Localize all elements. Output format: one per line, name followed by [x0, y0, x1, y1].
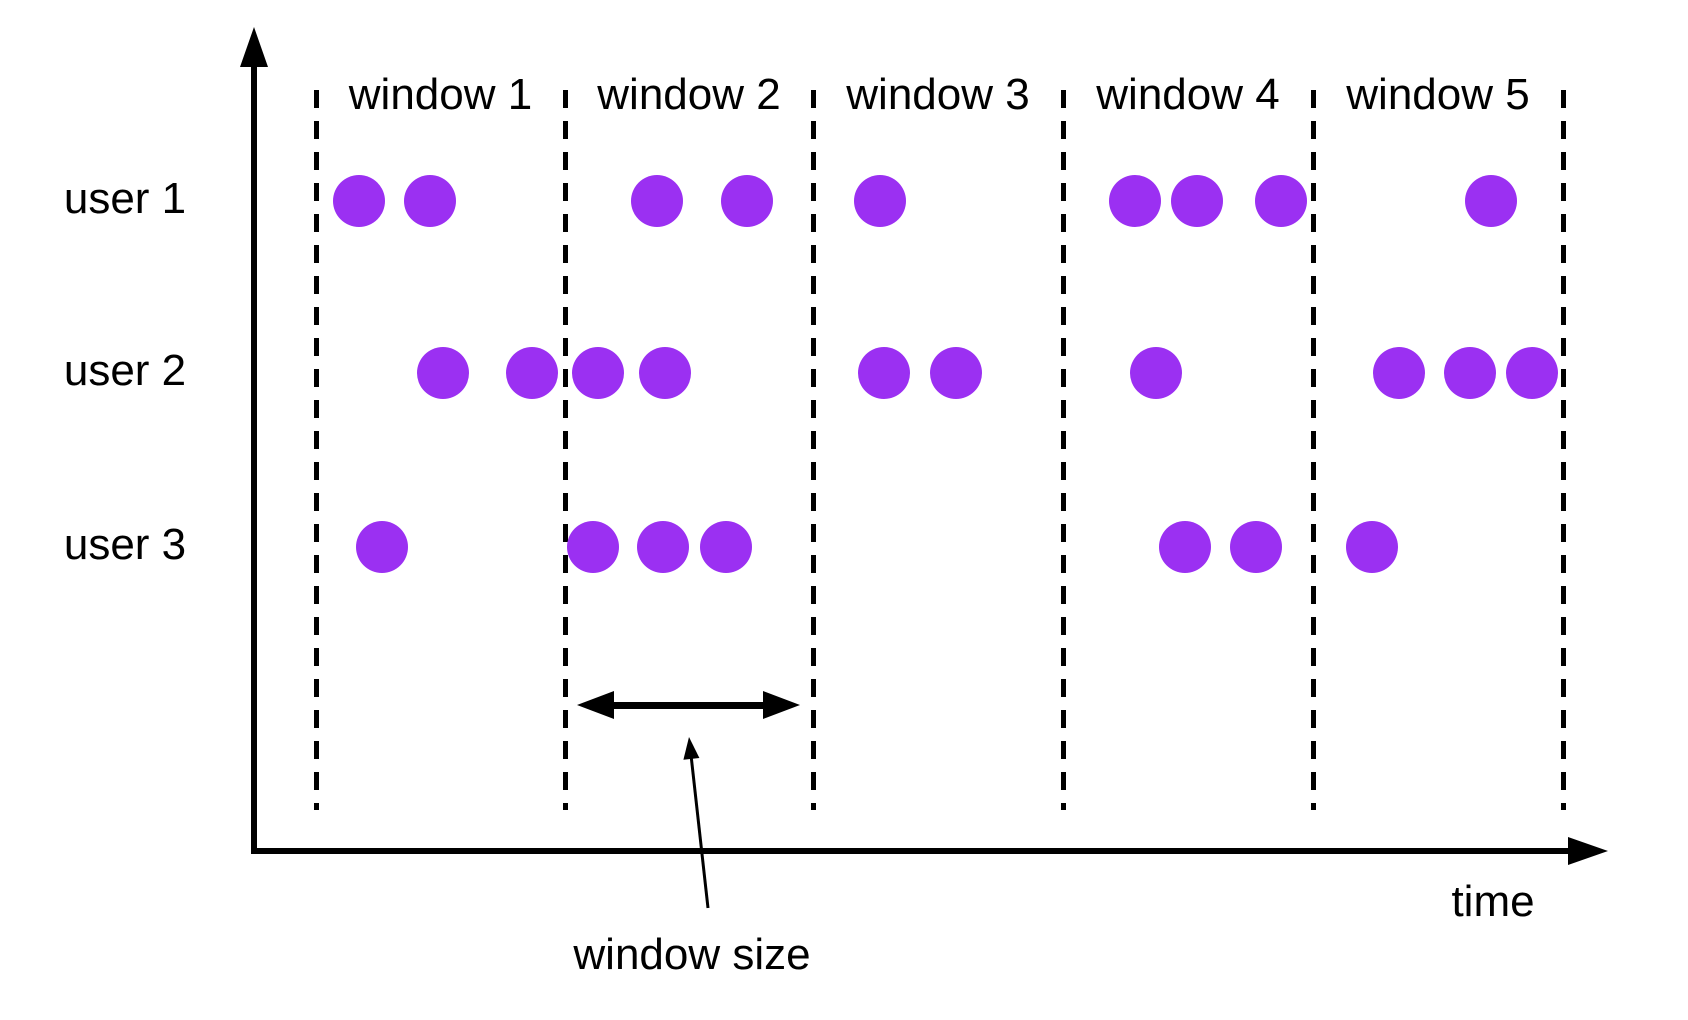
event-dot — [417, 347, 469, 399]
event-dot — [631, 175, 683, 227]
event-dot — [572, 347, 624, 399]
window-boundary-line-4 — [1061, 90, 1066, 810]
event-dot — [854, 175, 906, 227]
event-dot — [1171, 175, 1223, 227]
event-dot — [333, 175, 385, 227]
x-axis — [251, 848, 1573, 854]
window-label-3: window 3 — [846, 70, 1030, 119]
window-label-1: window 1 — [348, 70, 533, 119]
event-dot — [639, 347, 691, 399]
y-axis-arrowhead-icon — [240, 27, 268, 67]
event-dot — [930, 347, 982, 399]
event-dot — [506, 347, 558, 399]
event-dot — [1506, 347, 1558, 399]
user-label-3: user 3 — [63, 520, 187, 569]
event-dot — [1346, 521, 1398, 573]
window-label-5: window 5 — [1346, 70, 1530, 119]
window-size-arrow — [603, 702, 775, 709]
event-dot — [356, 521, 408, 573]
window-label-2: window 2 — [597, 70, 781, 119]
event-dot — [721, 175, 773, 227]
window-boundary-line-1 — [314, 90, 319, 810]
window-boundary-line-5 — [1311, 90, 1316, 810]
event-dot — [700, 521, 752, 573]
user-label-1: user 1 — [63, 174, 187, 223]
event-dot — [1255, 175, 1307, 227]
event-dot — [567, 521, 619, 573]
event-dot — [404, 175, 456, 227]
event-dot — [858, 347, 910, 399]
window-size-label: window size — [573, 930, 811, 979]
window-size-arrowhead-left-icon — [577, 691, 614, 719]
event-dot — [1159, 521, 1211, 573]
window-boundary-line-3 — [811, 90, 816, 810]
event-dot — [1130, 347, 1182, 399]
window-size-pointer-arrow-icon — [683, 737, 710, 909]
window-boundary-line-6 — [1561, 90, 1566, 810]
window-boundary-line-2 — [563, 90, 568, 810]
event-dot — [1109, 175, 1161, 227]
event-dot — [1230, 521, 1282, 573]
user-label-2: user 2 — [63, 346, 187, 395]
event-dot — [1373, 347, 1425, 399]
y-axis — [251, 52, 257, 851]
x-axis-arrowhead-icon — [1568, 837, 1608, 865]
window-label-4: window 4 — [1096, 70, 1280, 119]
event-dot — [637, 521, 689, 573]
event-dot — [1465, 175, 1517, 227]
time-axis-label: time — [1451, 877, 1535, 926]
window-size-arrowhead-right-icon — [763, 691, 800, 719]
event-dot — [1444, 347, 1496, 399]
